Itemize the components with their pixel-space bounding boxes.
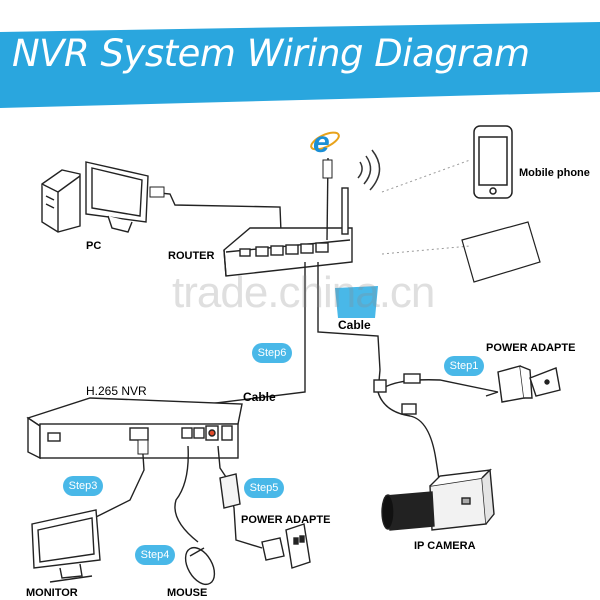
wifi-signal-icon	[357, 149, 381, 191]
watermark: trade.china.cn	[172, 268, 435, 317]
step1-badge: Step1	[444, 356, 484, 376]
step6-badge: Step6	[252, 343, 292, 363]
router-icon	[223, 187, 353, 277]
diagram-title: NVR System Wiring Diagram	[12, 32, 530, 75]
mobile-phone-icon	[473, 125, 513, 199]
label-mouse: MOUSE	[167, 587, 208, 599]
internet-explorer-icon: e	[310, 126, 340, 159]
label-monitor: MONITOR	[26, 587, 78, 599]
tablet-icon	[461, 221, 541, 283]
label-cable-top: Cable	[338, 318, 371, 332]
step4-badge: Step4	[135, 545, 175, 565]
label-pc: PC	[86, 240, 102, 252]
pc-icon	[41, 161, 149, 233]
monitor-icon	[31, 509, 101, 583]
mouse-icon	[184, 546, 216, 586]
label-power-adapter-bottom: POWER ADAPTE	[241, 514, 331, 526]
power-adapter-top-icon	[485, 365, 561, 403]
power-adapter-bottom-icon	[219, 473, 311, 569]
camera-cable-splitter	[373, 369, 499, 487]
label-router: ROUTER	[168, 250, 215, 262]
label-power-adapter-top: POWER ADAPTE	[486, 342, 576, 354]
ip-camera-icon	[381, 468, 495, 531]
step3-badge: Step3	[63, 476, 103, 496]
label-mobile-phone: Mobile phone	[519, 167, 590, 179]
step5-badge: Step5	[244, 478, 284, 498]
label-cable-mid: Cable	[243, 390, 276, 404]
label-nvr: H.265 NVR	[86, 384, 147, 398]
svg-text:e: e	[313, 126, 330, 159]
label-ip-camera: IP CAMERA	[414, 540, 476, 552]
nvr-recorder-icon	[26, 397, 243, 460]
title-banner	[0, 22, 600, 108]
